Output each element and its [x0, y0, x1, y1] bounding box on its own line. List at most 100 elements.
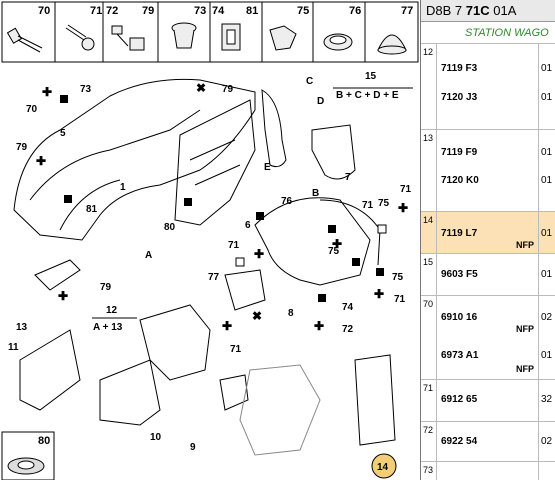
- parts-row-73[interactable]: 73: [421, 462, 555, 480]
- callout-labels: 1 5 6 7 8 9 10 11 12 13 15 A B C D E A +…: [8, 71, 412, 453]
- callout-77: 77: [208, 272, 220, 283]
- parts-row-14-selected[interactable]: 14 7119 L7 NFP 01: [421, 212, 555, 254]
- callout-80: 80: [164, 222, 176, 233]
- open-square-marker-77: [235, 257, 245, 267]
- nfp-flag: NFP: [516, 324, 534, 334]
- callout-14: 14: [377, 462, 389, 473]
- callout-10: 10: [150, 432, 162, 443]
- parts-row-12[interactable]: 12 7119 F3 7120 J3 01 01: [421, 44, 555, 130]
- callout-7: 7: [345, 172, 351, 183]
- markers: ✚ ✖ ✚ ✚ ✚ ✚ ✚ ✚ ✚ ✖ ✚: [36, 81, 408, 333]
- row-index: 71: [421, 380, 437, 421]
- callout-14-badge: 14: [371, 453, 397, 479]
- square-marker-80: [184, 198, 192, 206]
- nfp-flag: NFP: [516, 240, 534, 250]
- part-code[interactable]: 7119 L7: [441, 228, 478, 239]
- cell-label-74: 74: [212, 5, 225, 17]
- callout-b: B: [312, 188, 319, 199]
- callout-81: 81: [86, 204, 98, 215]
- cross-marker-71b: ✚: [332, 237, 342, 251]
- cell-label-70: 70: [38, 5, 50, 17]
- callout-12: 12: [106, 305, 118, 316]
- part-code[interactable]: 7120 J3: [441, 92, 478, 103]
- square-marker-76: [256, 212, 264, 220]
- callout-15: 15: [365, 71, 377, 82]
- cross-marker-79c: ✚: [58, 289, 68, 303]
- cell-label-72: 72: [106, 5, 118, 17]
- square-marker-71: [328, 225, 336, 233]
- screw-71-icon: [65, 24, 95, 51]
- callout-8: 8: [288, 308, 294, 319]
- ref-group: 71C: [465, 3, 490, 18]
- model-subheader: STATION WAGO: [421, 22, 555, 44]
- cross-marker-71c: ✚: [374, 287, 384, 301]
- part-code[interactable]: 9603 F5: [441, 269, 478, 280]
- square-marker-75: [352, 258, 360, 266]
- part-code[interactable]: 7119 F3: [441, 63, 478, 74]
- row-index: 13: [421, 130, 437, 211]
- parts-row-71[interactable]: 71 6912 65 32: [421, 380, 555, 422]
- reference-header: D8B 7 71C 01A: [421, 0, 555, 22]
- part-qty: 01: [541, 350, 553, 361]
- callout-71b: 71: [362, 200, 374, 211]
- cell-label-77: 77: [401, 5, 413, 17]
- parts-row-72[interactable]: 72 6922 54 02: [421, 422, 555, 462]
- part-code[interactable]: 6922 54: [441, 436, 478, 447]
- callout-6: 6: [245, 220, 251, 231]
- mud-flaps: [261, 89, 356, 180]
- callout-72: 72: [342, 324, 354, 335]
- grommet-76-77-icon: [377, 34, 407, 55]
- row-index: 73: [421, 462, 437, 480]
- part-code[interactable]: 6912 65: [441, 394, 478, 405]
- fastener-grid-labels: 70 71 72 79 73 74 81 75 76 77: [38, 5, 413, 17]
- ref-suffix: 01A: [493, 3, 517, 18]
- fastener-grid: [1, 1, 419, 63]
- callout-5: 5: [60, 128, 66, 139]
- callout-73: 73: [80, 84, 92, 95]
- cell-label-80: 80: [38, 435, 50, 447]
- square-marker-81: [64, 195, 72, 203]
- part-code[interactable]: 6910 16: [441, 312, 478, 323]
- row-index: 72: [421, 422, 437, 461]
- row-index: 70: [421, 296, 437, 379]
- part-code[interactable]: 7120 K0: [441, 175, 479, 186]
- callout-71a: 71: [228, 240, 240, 251]
- part-qty: 02: [541, 436, 553, 447]
- callout-74: 74: [342, 302, 354, 313]
- cell-label-79: 79: [142, 5, 154, 17]
- callout-71d: 71: [394, 294, 406, 305]
- callout-71e: 71: [230, 344, 242, 355]
- bolt-70-icon: [6, 27, 43, 53]
- parts-list-panel: D8B 7 71C 01A STATION WAGO 12 7119 F3 71…: [420, 0, 555, 480]
- cross-marker-70: ✚: [42, 85, 52, 99]
- callout-bcde: B + C + D + E: [336, 90, 399, 101]
- part-code[interactable]: 7119 F9: [441, 147, 478, 158]
- parts-row-15[interactable]: 15 9603 F5 01: [421, 254, 555, 296]
- parts-row-13[interactable]: 13 7119 F9 7120 K0 01 01: [421, 130, 555, 212]
- callout-c: C: [306, 76, 313, 87]
- callout-79c: 79: [100, 282, 112, 293]
- callout-70: 70: [26, 104, 38, 115]
- callout-a13: A + 13: [93, 322, 123, 333]
- callout-a: A: [145, 250, 152, 261]
- callout-d: D: [317, 96, 324, 107]
- grommet-80-thumbnail: 80: [1, 431, 55, 480]
- clip-81-icon: [269, 25, 297, 51]
- clip-74-icon: [221, 23, 241, 51]
- row-index: 14: [421, 212, 437, 253]
- lower-brackets: [34, 259, 266, 311]
- callout-79a: 79: [222, 84, 234, 95]
- cell-label-71: 71: [90, 5, 102, 17]
- callout-75a: 75: [328, 246, 340, 257]
- part-qty: 01: [541, 228, 553, 239]
- parts-row-70[interactable]: 70 6910 16 NFP 6973 A1 NFP 02 01: [421, 296, 555, 380]
- fastener-icons: [6, 22, 407, 55]
- nfp-flag: NFP: [516, 364, 534, 374]
- floor-section: [219, 354, 396, 456]
- cell-label-76: 76: [349, 5, 361, 17]
- callout-13: 13: [16, 322, 28, 333]
- part-code[interactable]: 6973 A1: [441, 350, 479, 361]
- callout-76: 76: [281, 196, 293, 207]
- callout-9: 9: [190, 442, 196, 453]
- callout-e: E: [264, 162, 271, 173]
